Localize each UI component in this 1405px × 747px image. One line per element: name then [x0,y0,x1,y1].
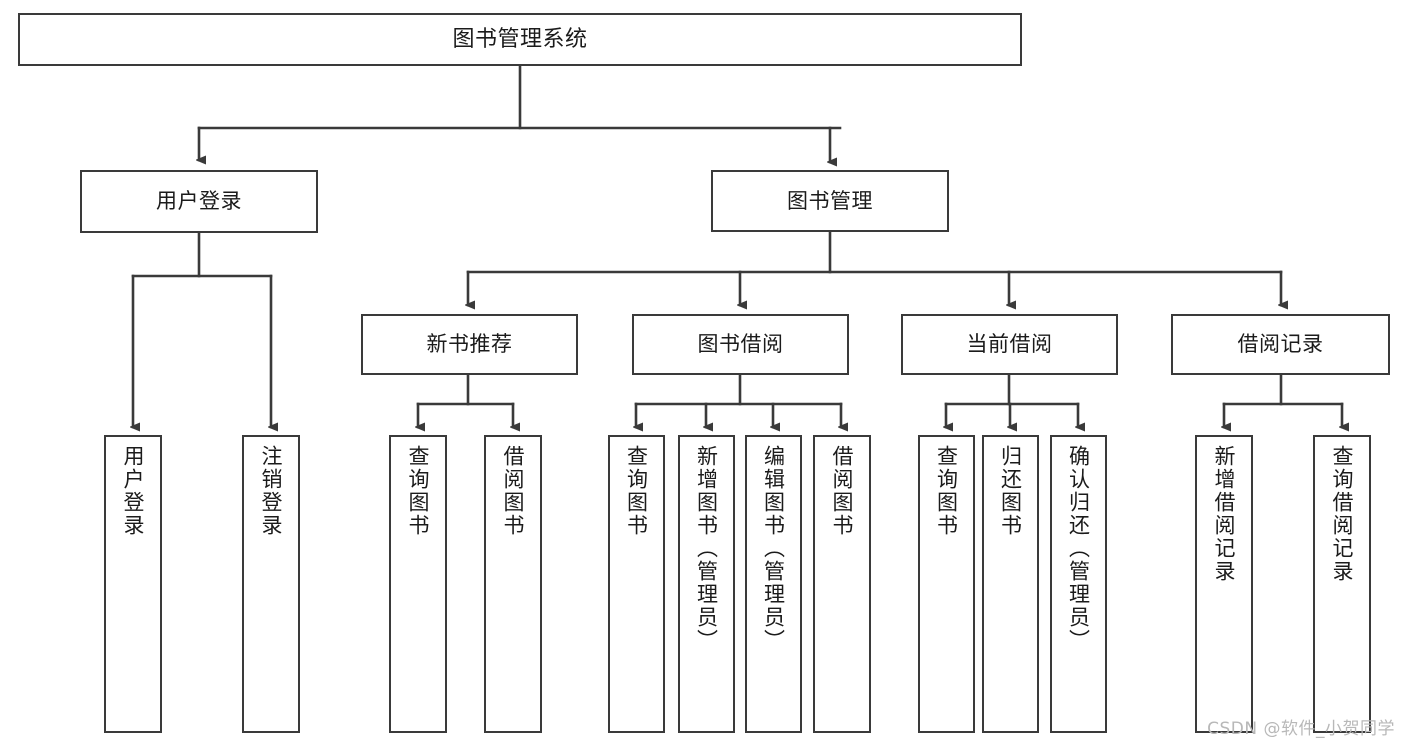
leaf-current-borrow-1-label: 查询图书 [934,445,959,537]
leaf-new-book-1[interactable]: 查询图书 [389,435,447,733]
csdn-watermark: CSDN @软件_小贺同学 [1207,719,1395,739]
leaf-book-borrow-4[interactable]: 借阅图书 [813,435,871,733]
node-book-management-label: 图书管理 [787,188,873,213]
node-user-login[interactable]: 用户登录 [80,170,318,233]
node-borrow-record[interactable]: 借阅记录 [1171,314,1390,375]
node-book-borrow[interactable]: 图书借阅 [632,314,849,375]
leaf-user-login-1[interactable]: 用户登录 [104,435,162,733]
leaf-book-borrow-4-label: 借阅图书 [830,445,855,537]
node-root-label: 图书管理系统 [452,26,588,52]
node-borrow-record-label: 借阅记录 [1237,332,1324,357]
leaf-current-borrow-2[interactable]: 归还图书 [982,435,1039,733]
node-current-borrow-label: 当前借阅 [966,332,1053,357]
leaf-user-login-1-label: 用户登录 [121,445,146,537]
node-new-book[interactable]: 新书推荐 [361,314,578,375]
node-root[interactable]: 图书管理系统 [18,13,1022,66]
leaf-book-borrow-1[interactable]: 查询图书 [608,435,665,733]
leaf-book-borrow-2[interactable]: 新增图书（管理员） [678,435,735,733]
leaf-new-book-2-label: 借阅图书 [501,445,526,537]
node-user-login-label: 用户登录 [156,189,242,214]
leaf-borrow-record-1[interactable]: 新增借阅记录 [1195,435,1253,733]
leaf-user-login-2-label: 注销登录 [259,445,284,537]
leaf-current-borrow-2-label: 归还图书 [998,445,1023,537]
leaf-new-book-1-label: 查询图书 [406,445,431,537]
node-book-management[interactable]: 图书管理 [711,170,949,232]
node-current-borrow[interactable]: 当前借阅 [901,314,1118,375]
leaf-book-borrow-2-label: 新增图书（管理员） [694,445,719,652]
leaf-current-borrow-3[interactable]: 确认归还（管理员） [1050,435,1107,733]
leaf-book-borrow-3-label: 编辑图书（管理员） [761,445,786,652]
leaf-current-borrow-1[interactable]: 查询图书 [918,435,975,733]
leaf-book-borrow-1-label: 查询图书 [624,445,649,537]
leaf-user-login-2[interactable]: 注销登录 [242,435,300,733]
leaf-book-borrow-3[interactable]: 编辑图书（管理员） [745,435,802,733]
leaf-new-book-2[interactable]: 借阅图书 [484,435,542,733]
leaf-borrow-record-2-label: 查询借阅记录 [1330,445,1355,583]
leaf-current-borrow-3-label: 确认归还（管理员） [1066,445,1091,652]
node-new-book-label: 新书推荐 [426,332,513,357]
leaf-borrow-record-1-label: 新增借阅记录 [1212,445,1237,583]
leaf-borrow-record-2[interactable]: 查询借阅记录 [1313,435,1371,733]
node-book-borrow-label: 图书借阅 [697,332,784,357]
